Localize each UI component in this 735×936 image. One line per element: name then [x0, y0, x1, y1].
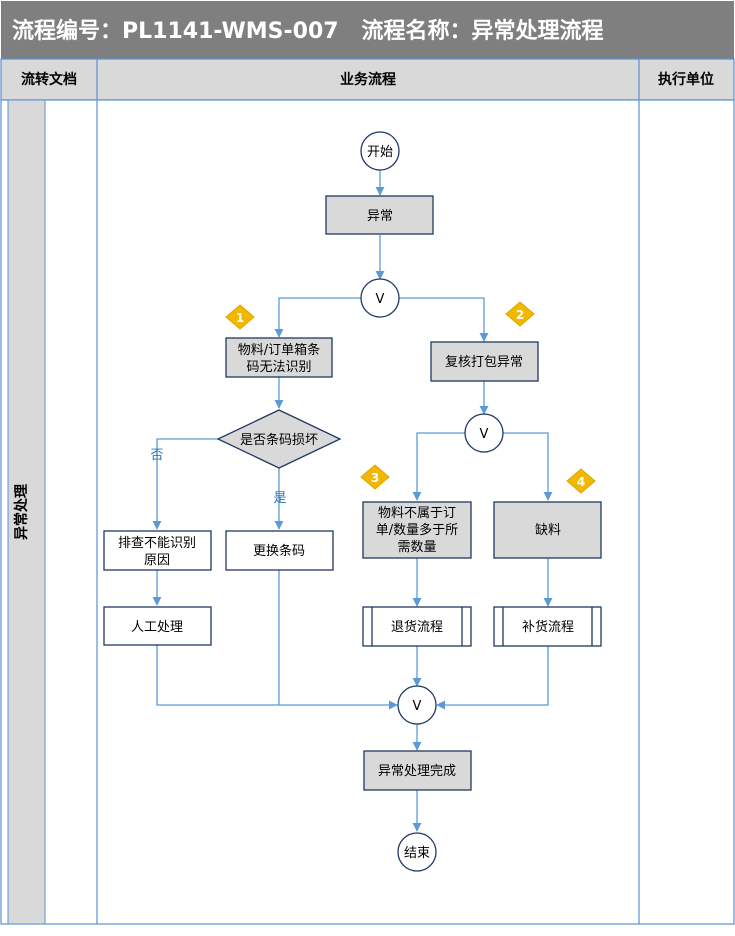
manual-handling-label: 人工处理 — [131, 620, 183, 635]
gateway-split-1: V — [360, 278, 400, 318]
return-process-subprocess: 退货流程 — [362, 606, 472, 647]
gateway-split-2: V — [464, 413, 504, 453]
exception-label: 异常 — [367, 209, 393, 224]
replace-barcode-label: 更换条码 — [253, 543, 305, 559]
column-header-executor: 执行单位 — [658, 71, 714, 88]
recheck-pack-exception-step: 复核打包异常 — [430, 341, 539, 382]
lane-label: 异常处理 — [13, 484, 30, 540]
gateway-split-2-label: V — [480, 427, 489, 442]
column-header-business-flow: 业务流程 — [340, 71, 396, 88]
return-process-label: 退货流程 — [391, 619, 443, 635]
recheck-pack-exception-label: 复核打包异常 — [445, 355, 523, 370]
badge-1-number: 1 — [236, 311, 244, 325]
badge-1: 1 — [225, 304, 255, 330]
badge-3-number: 3 — [371, 471, 379, 485]
barcode-damaged-decision: 是否条码损坏 — [216, 409, 342, 469]
shortage-label: 缺料 — [535, 523, 561, 538]
exception-done-label: 异常处理完成 — [378, 764, 456, 779]
page-title: 流程编号：PL1141-WMS-007 流程名称：异常处理流程 — [12, 18, 604, 44]
edge-label-yes: 是 — [273, 491, 286, 506]
connectors — [152, 170, 553, 832]
barcode-unreadable-label-2: 码无法识别 — [246, 360, 311, 375]
badge-4: 4 — [566, 468, 596, 494]
lane-label-band — [7, 99, 46, 925]
replenish-process-label: 补货流程 — [522, 619, 574, 635]
gateway-merge-label: V — [413, 699, 422, 714]
material-mismatch-label-1: 物料不属于订 — [378, 506, 456, 521]
replace-barcode-step: 更换条码 — [225, 530, 334, 571]
material-mismatch-step: 物料不属于订 单/数量多于所 需数量 — [362, 501, 472, 559]
edge-label-no: 否 — [150, 448, 163, 463]
investigate-cause-label-1: 排查不能识别 — [118, 536, 196, 551]
replenish-process-subprocess: 补货流程 — [493, 606, 602, 647]
start-node: 开始 — [360, 131, 400, 171]
material-mismatch-label-2: 单/数量多于所 — [376, 522, 458, 538]
end-label: 结束 — [404, 846, 430, 861]
badge-3: 3 — [360, 464, 390, 490]
start-label: 开始 — [367, 145, 393, 160]
barcode-unreadable-step: 物料/订单箱条 码无法识别 — [225, 337, 333, 378]
exception-step: 异常 — [325, 195, 434, 235]
shortage-step: 缺料 — [493, 501, 602, 559]
barcode-damaged-decision-label: 是否条码损坏 — [240, 432, 318, 448]
end-node: 结束 — [397, 832, 437, 872]
investigate-cause-label-2: 原因 — [144, 553, 170, 568]
badge-2: 2 — [505, 301, 535, 327]
gateway-split-1-label: V — [376, 292, 385, 307]
gateway-merge: V — [397, 685, 437, 725]
barcode-unreadable-label-1: 物料/订单箱条 — [238, 342, 320, 358]
material-mismatch-label-3: 需数量 — [397, 540, 436, 555]
badge-4-number: 4 — [577, 475, 585, 489]
badge-2-number: 2 — [516, 308, 524, 322]
header-bar — [1, 1, 734, 59]
column-header-row — [0, 58, 735, 101]
manual-handling-step: 人工处理 — [103, 606, 212, 646]
investigate-cause-step: 排查不能识别 原因 — [103, 530, 212, 571]
exception-done-step: 异常处理完成 — [363, 750, 472, 791]
column-header-documents: 流转文档 — [21, 71, 77, 88]
